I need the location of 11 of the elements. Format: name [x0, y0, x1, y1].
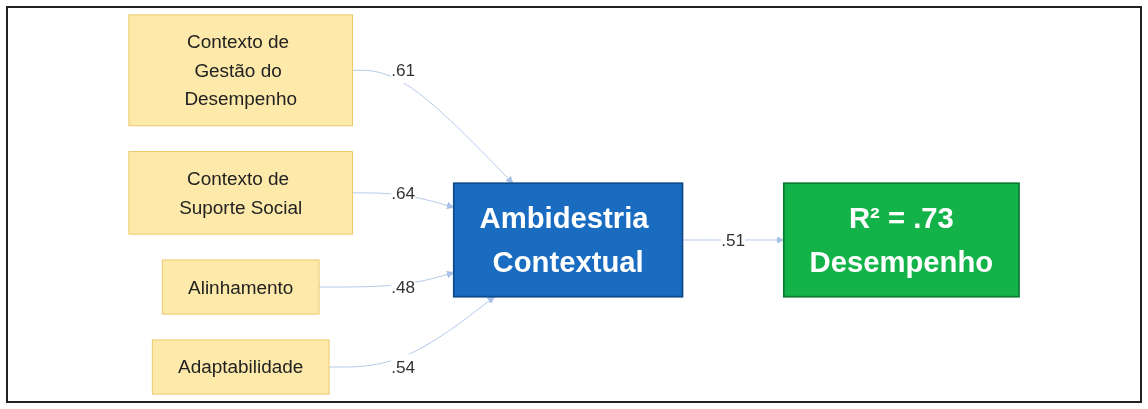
edge-label: .51 — [721, 230, 746, 250]
node-box: Adaptabilidade — [151, 339, 330, 395]
edge-label: .54 — [391, 357, 416, 377]
edge-label: .61 — [391, 60, 416, 80]
node-box: Contexto de Suporte Social — [128, 151, 353, 235]
node-box: Alinhamento — [161, 259, 320, 315]
node-box: R² = .73 Desempenho — [783, 182, 1020, 298]
edge-label: .48 — [391, 277, 416, 297]
node-box: Contexto de Gestão do Desempenho — [128, 14, 353, 127]
edge-label: .64 — [391, 183, 416, 203]
node-box: Ambidestria Contextual — [452, 182, 684, 298]
